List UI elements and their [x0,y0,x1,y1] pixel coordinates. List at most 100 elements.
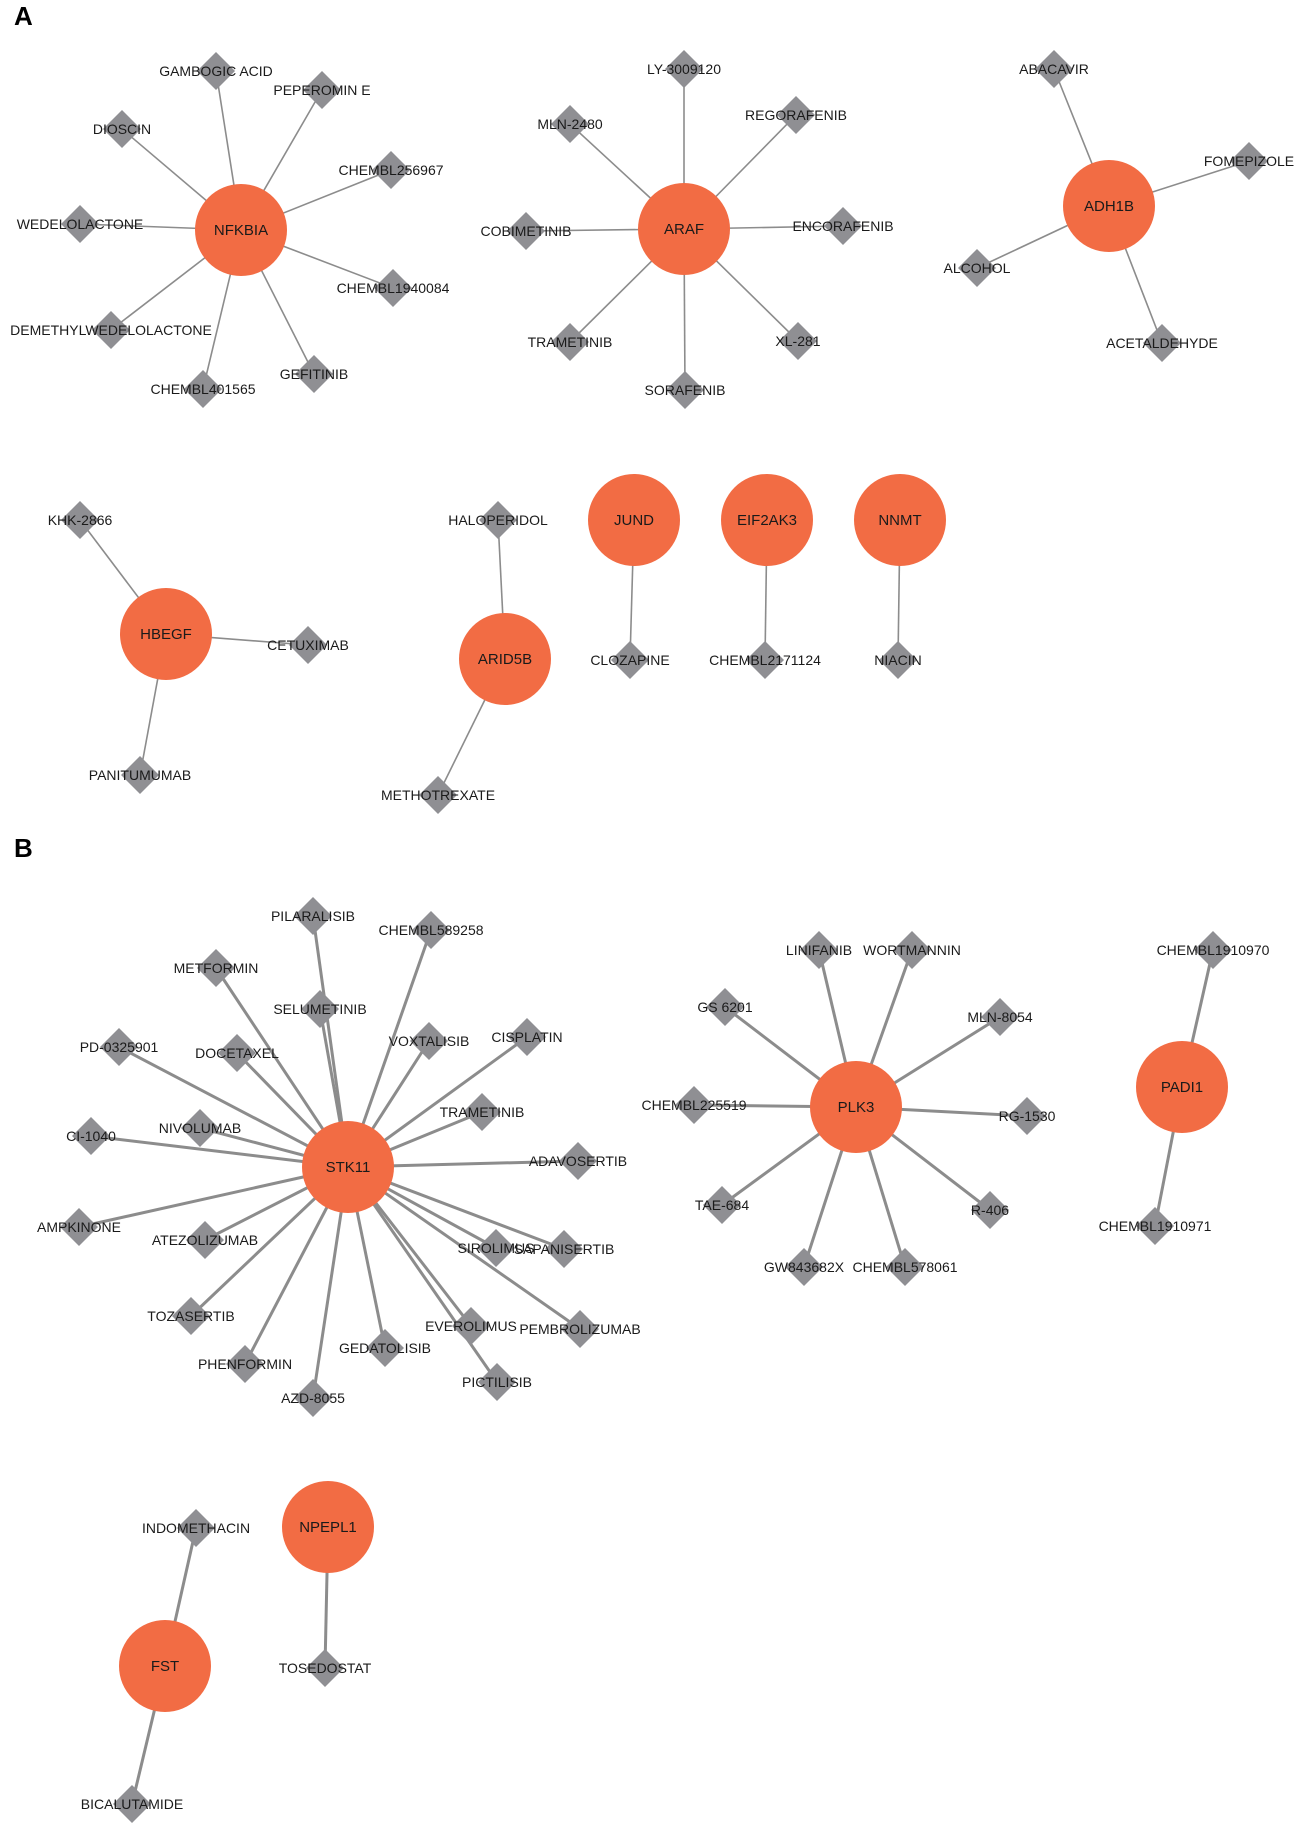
gene-node-eif2ak3: EIF2AK3 [721,474,813,566]
drug-diamond [103,110,141,148]
gene-circle [721,474,813,566]
drug-diamond [419,776,457,814]
drug-node-encorafenib: ENCORAFENIB [792,207,894,245]
drug-node-acetaldehyde: ACETALDEHYDE [1106,324,1218,362]
drug-label: CLOZAPINE [590,652,669,668]
drug-label: CHEMBL256967 [338,162,443,178]
gene-label: ARAF [664,221,704,238]
gene-circle [302,1121,394,1213]
gene-label: PADI1 [1161,1079,1203,1096]
drug-node-chembl256967: CHEMBL256967 [338,151,444,189]
gene-label: STK11 [326,1159,371,1176]
gene-label: HBEGF [140,626,192,643]
drug-node-wortmannin: WORTMANNIN [863,931,961,969]
drug-label: GAMBOGIC ACID [159,63,273,79]
drug-diamond [410,1022,448,1060]
drug-diamond [72,1117,110,1155]
gene-node-stk11: STK11 [302,1121,394,1213]
gene-circle [120,588,212,680]
drug-label: EVEROLIMUS [425,1318,517,1334]
drug-node-fomepizole: FOMEPIZOLE [1204,142,1294,180]
drug-node-sirolimus: SIROLIMUS [457,1229,535,1267]
drug-node-chembl1910971: CHEMBL1910971 [1099,1207,1212,1245]
drug-label: GEDATOLISIB [339,1340,431,1356]
drug-label: TOZASERTIB [147,1308,234,1324]
drug-node-chembl1940084: CHEMBL1940084 [337,269,450,307]
gene-node-adh1b: ADH1B [1063,160,1155,252]
drug-diamond [545,1230,583,1268]
drug-label: KHK-2866 [48,512,113,528]
drug-node-bicalutamide: BICALUTAMIDE [81,1785,183,1823]
drug-label: GW843682X [764,1259,845,1275]
edges-layer [78,68,1250,1805]
gene-label: FST [151,1658,179,1675]
drug-label: CHEMBL1910971 [1099,1218,1212,1234]
drug-diamond [197,52,235,90]
drug-label: LY-3009120 [647,61,721,77]
drug-diamond [172,1297,210,1335]
drug-diamond [463,1093,501,1131]
drug-label: NIACIN [874,652,921,668]
drug-node-selumetinib: SELUMETINIB [273,990,367,1028]
drug-label: HALOPERIDOL [448,512,548,528]
drug-label: ACETALDEHYDE [1106,335,1218,351]
drug-label: R-406 [971,1202,1009,1218]
drug-label: PANITUMUMAB [89,767,191,783]
drug-node-voxtalisib: VOXTALISIB [389,1022,469,1060]
drug-diamond [412,911,450,949]
drug-diamond [551,105,589,143]
drug-diamond [779,322,817,360]
drug-diamond [507,212,545,250]
drug-label: GS 6201 [697,999,752,1015]
drug-diamond [452,1307,490,1345]
drug-diamond [289,626,327,664]
drug-node-cetuximab: CETUXIMAB [267,626,349,664]
drug-diamond [177,1509,215,1547]
drug-label: LINIFANIB [786,942,852,958]
drug-node-metformin: METFORMIN [174,949,258,987]
gene-node-plk3: PLK3 [810,1061,902,1153]
drug-label: ENCORAFENIB [792,218,893,234]
panel-label-a: A [14,1,33,31]
drug-node-ci-1040: CI-1040 [66,1117,116,1155]
drug-node-chembl401565: CHEMBL401565 [150,370,256,408]
drug-diamond [1143,324,1181,362]
drug-label: REGORAFENIB [745,107,847,123]
drug-diamond [184,370,222,408]
gene-node-fst: FST [119,1620,211,1712]
gene-label: ARID5B [478,651,532,668]
drug-node-abacavir: ABACAVIR [1019,50,1089,88]
drug-diamond [666,371,704,409]
drug-node-sorafenib: SORAFENIB [645,371,725,409]
drug-label: DIOSCIN [93,121,151,137]
drug-label: XL-281 [775,333,820,349]
drug-node-dioscin: DIOSCIN [93,110,151,148]
drug-node-wedelolactone: WEDELOLACTONE [17,205,143,243]
drug-node-demethylwedelolactone: DEMETHYLWEDELOLACTONE [10,311,212,349]
drug-node-pd-0325901: PD-0325901 [80,1028,159,1066]
drug-label: NIVOLUMAB [159,1120,241,1136]
drug-diamond [374,269,412,307]
drug-label: AMPKINONE [37,1219,121,1235]
drug-label: TOSEDOSTAT [279,1660,372,1676]
drug-node-adavosertib: ADAVOSERTIB [529,1142,627,1180]
drug-node-r-406: R-406 [971,1191,1009,1229]
drug-diamond [561,1310,599,1348]
drug-diamond [92,311,130,349]
drug-node-alcohol: ALCOHOL [944,249,1011,287]
panel-label-b: B [14,833,33,863]
drug-diamond [879,641,917,679]
drug-diamond [706,988,744,1026]
gene-circle [459,613,551,705]
drug-diamond [893,931,931,969]
drug-label: CI-1040 [66,1128,116,1144]
drug-label: TRAMETINIB [440,1104,525,1120]
drug-label: COBIMETINIB [480,223,571,239]
drug-diamond [958,249,996,287]
drug-diamond [981,998,1019,1036]
drug-label: FOMEPIZOLE [1204,153,1294,169]
drug-node-trametinib: TRAMETINIB [528,323,612,361]
drug-node-chembl589258: CHEMBL589258 [378,911,484,949]
drug-node-peperomin-e: PEPEROMIN E [273,71,371,109]
